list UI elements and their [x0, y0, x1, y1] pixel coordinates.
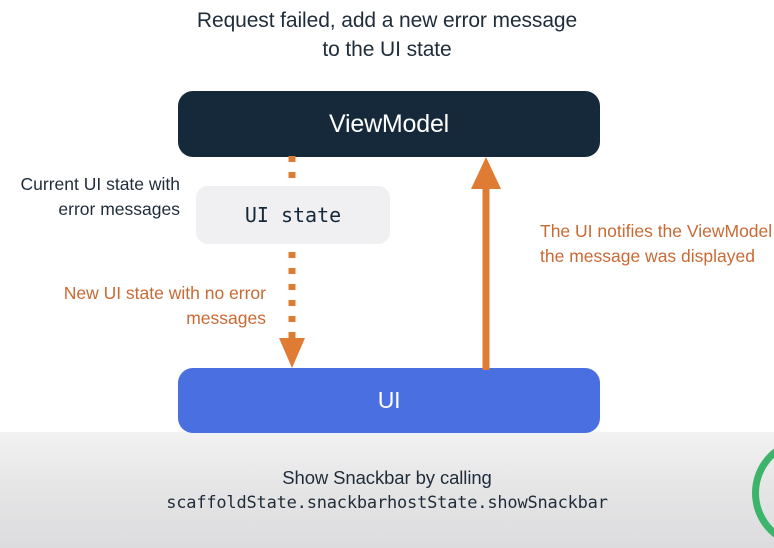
ui-state-chip: UI state [196, 186, 390, 244]
label-ui-notifies-viewmodel: The UI notifies the ViewModel the messag… [540, 221, 773, 266]
ui-box: UI [178, 368, 600, 433]
bottom-gradient-band [0, 432, 774, 548]
caption-snackbar-code: scaffoldState.snackbarhostState.showSnac… [166, 493, 608, 513]
arrow-up-solid-icon [462, 156, 510, 370]
label-current-ui-state: Current UI state with error messages [20, 174, 181, 219]
ui-state-chip-label: UI state [244, 203, 342, 227]
viewmodel-box: ViewModel [178, 91, 600, 157]
label-new-ui-state: New UI state with no error messages [63, 283, 266, 328]
ui-label: UI [377, 387, 401, 413]
arrow-down-dotted-icon [270, 156, 314, 370]
page-title: Request failed, add a new error message … [196, 9, 578, 61]
viewmodel-label: ViewModel [328, 109, 450, 138]
caption-show-snackbar: Show Snackbar by calling [282, 467, 492, 488]
